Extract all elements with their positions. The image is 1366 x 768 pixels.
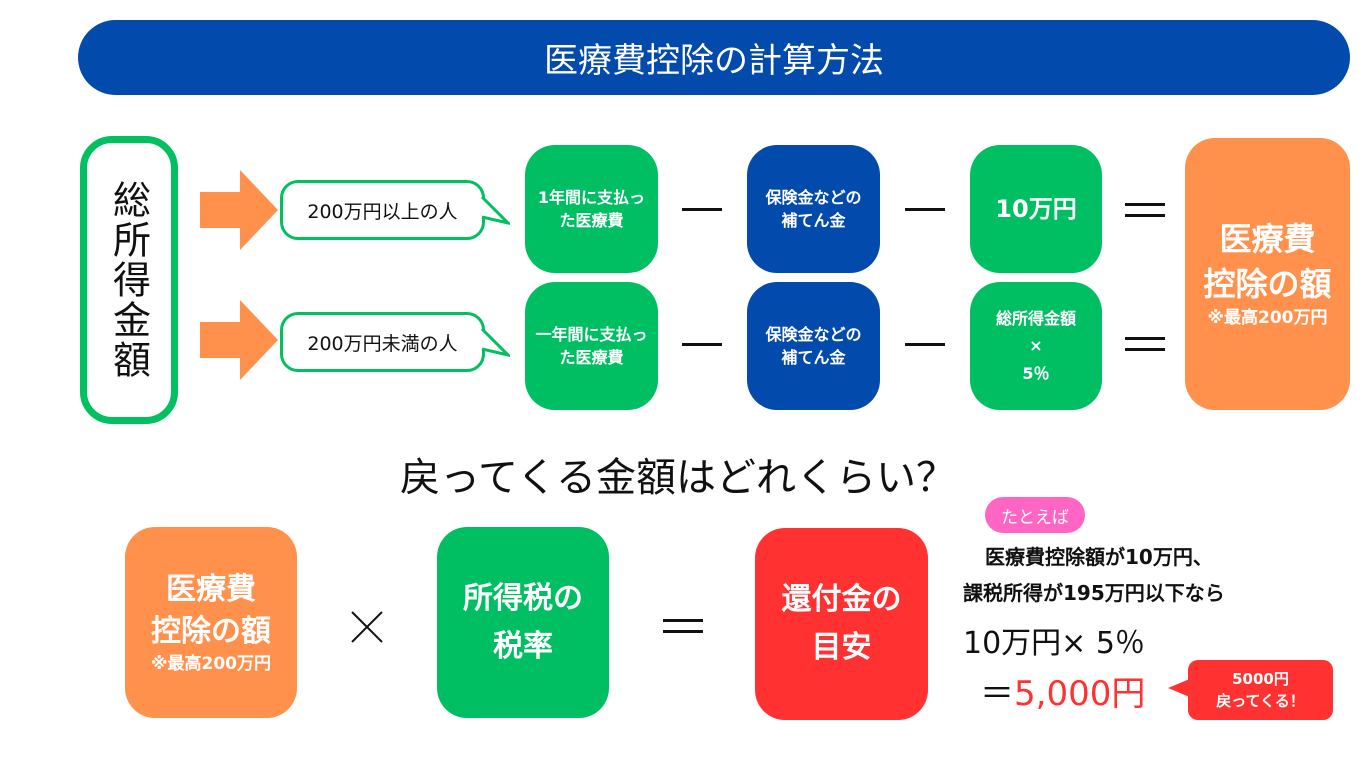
minus-sign xyxy=(682,208,722,211)
deduction-result-box: 医療費 控除の額 ※最高200万円 xyxy=(1185,138,1350,410)
arrow-right-icon xyxy=(200,170,278,250)
bubble-tail xyxy=(480,327,510,358)
deduction-amount-box: 医療費 控除の額 ※最高200万円 xyxy=(125,527,297,718)
result-note: ※最高200万円 xyxy=(1207,307,1328,328)
deduct-box: 10万円 xyxy=(970,145,1102,273)
refund-box: 還付金の目安 xyxy=(755,528,928,720)
insurance-box: 保険金などの補てん金 xyxy=(747,145,880,273)
equals-sign xyxy=(1125,337,1165,351)
minus-sign xyxy=(905,343,945,346)
minus-sign xyxy=(682,343,722,346)
refund-amount: 5,000円 xyxy=(1014,674,1146,714)
expense-box: 1年間に支払った医療費 xyxy=(525,145,658,273)
result-line2: 控除の額 xyxy=(1203,265,1332,304)
example-line2: 課税所得が195万円以下なら xyxy=(963,581,1225,605)
bubble-tail xyxy=(1168,678,1192,698)
insurance-box: 保険金などの補てん金 xyxy=(747,282,880,410)
equals-sign xyxy=(1125,203,1165,217)
example-tag: たとえば xyxy=(985,497,1085,533)
equals-text: ＝ xyxy=(980,674,1014,714)
example-line1: 医療費控除額が10万円、 xyxy=(985,545,1213,569)
example-calc: 10万円× 5％ xyxy=(963,626,1145,661)
question-heading: 戻ってくる金額はどれくらい？ xyxy=(400,455,956,501)
arrow-right-icon xyxy=(200,300,278,380)
refund-bubble: 5000円 戻ってくる！ xyxy=(1188,660,1333,720)
result-note: ※最高200万円 xyxy=(150,653,271,674)
result-line1: 医療費 xyxy=(1219,220,1316,259)
deduct-box: 総所得金額 × 5％ xyxy=(970,282,1102,410)
condition-bubble-over-200: 200万円以上の人 xyxy=(280,180,485,240)
expense-box: 一年間に支払った医療費 xyxy=(525,282,658,410)
tax-rate-box: 所得税の税率 xyxy=(437,527,609,718)
example-result: ＝5,000円 xyxy=(980,666,1145,715)
multiply-sign xyxy=(351,611,383,643)
total-income-box: 総所得金額 xyxy=(80,136,178,424)
bubble-tail xyxy=(480,195,510,226)
condition-bubble-under-200: 200万円未満の人 xyxy=(280,312,485,372)
page-title: 医療費控除の計算方法 xyxy=(78,20,1350,95)
result-line2: 控除の額 xyxy=(151,613,271,649)
equals-sign xyxy=(663,619,703,633)
minus-sign xyxy=(905,208,945,211)
result-line1: 医療費 xyxy=(166,571,256,607)
